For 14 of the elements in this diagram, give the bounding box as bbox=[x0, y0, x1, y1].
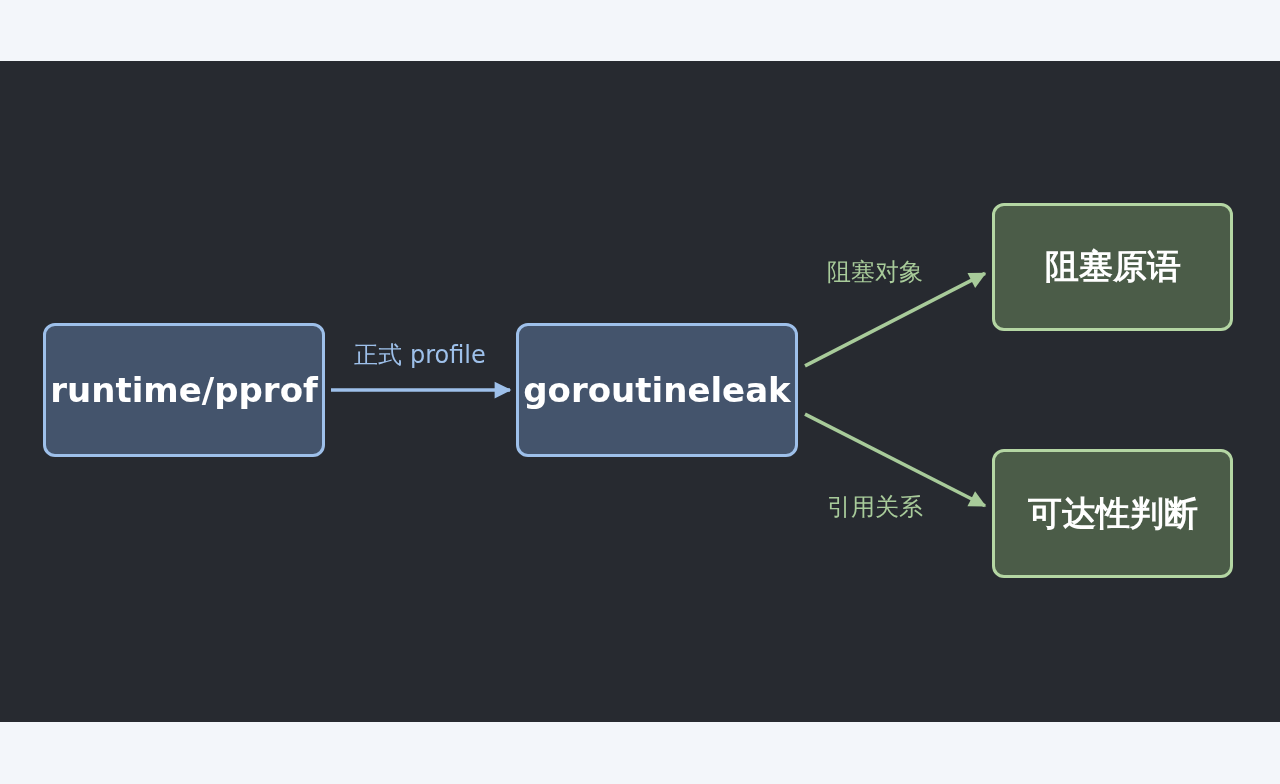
edge-label: 正式 profile bbox=[354, 340, 486, 371]
process-box bbox=[992, 449, 1233, 578]
arrow bbox=[331, 381, 512, 399]
process-box bbox=[43, 323, 325, 457]
arrow bbox=[804, 412, 987, 508]
box-label: runtime/pprof bbox=[50, 370, 318, 410]
box-label: 阻塞原语 bbox=[1044, 245, 1181, 288]
edge-label: 引用关系 bbox=[827, 492, 923, 523]
box-label: goroutineleak bbox=[523, 370, 791, 410]
process-box bbox=[516, 323, 798, 457]
arrow bbox=[804, 271, 987, 368]
box-label: 可达性判断 bbox=[1027, 491, 1198, 535]
process-box bbox=[992, 203, 1233, 331]
edge-label: 阻塞对象 bbox=[827, 257, 923, 288]
